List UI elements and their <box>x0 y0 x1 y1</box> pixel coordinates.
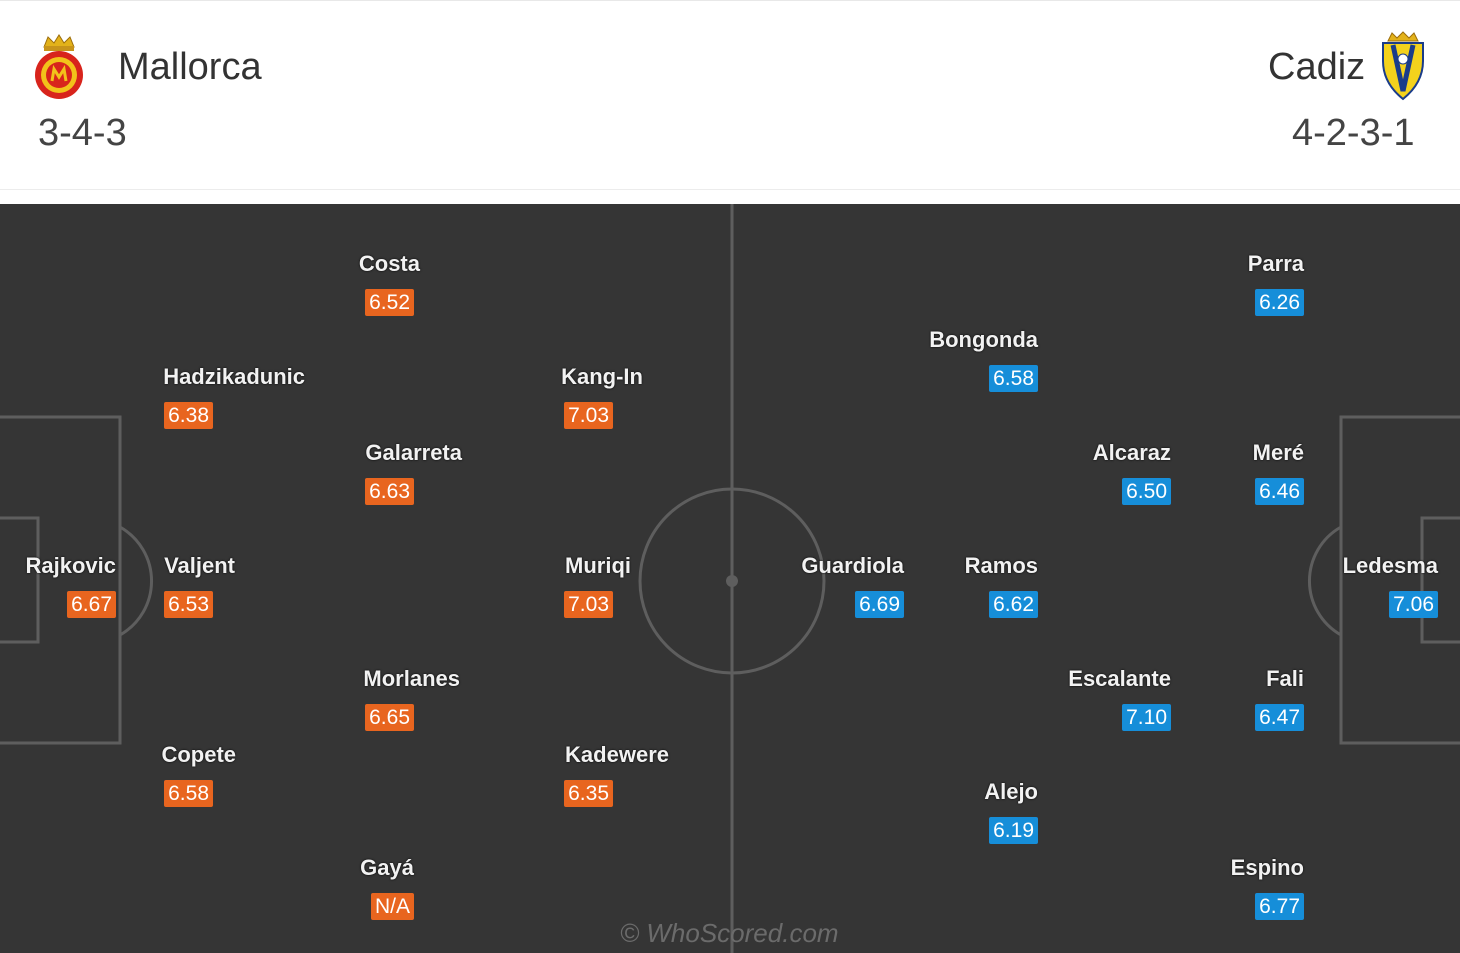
player-rating: 7.03 <box>564 591 613 618</box>
player-rating: 6.53 <box>164 591 213 618</box>
player-rating: 6.26 <box>1255 289 1304 316</box>
player-name: Copete <box>161 742 236 767</box>
player-rating: 6.35 <box>564 780 613 807</box>
match-header: Mallorca 3-4-3 Cadiz 4-2-3-1 <box>0 0 1460 190</box>
player-name: Escalante <box>1068 666 1171 691</box>
player-rating: 6.38 <box>164 402 213 429</box>
player-name: Muriqi <box>565 553 631 578</box>
player-rating: 6.69 <box>855 591 904 618</box>
player-name: Alejo <box>984 779 1038 804</box>
player-name: Kang-In <box>561 364 643 389</box>
player-name: Morlanes <box>363 666 460 691</box>
player-rating: 6.46 <box>1255 478 1304 505</box>
player-name: Espino <box>1230 855 1304 880</box>
player-name: Costa <box>358 251 420 276</box>
player-name: Guardiola <box>801 553 904 578</box>
away-team-name[interactable]: Cadiz <box>1268 46 1366 88</box>
player-name: Parra <box>1247 251 1304 276</box>
player-rating: 6.77 <box>1255 893 1304 920</box>
player-rating: 6.58 <box>989 365 1038 392</box>
player-rating: N/A <box>370 893 414 920</box>
player-name: Ledesma <box>1342 553 1438 578</box>
home-formation: 3-4-3 <box>38 112 127 154</box>
player-name: Meré <box>1252 440 1304 465</box>
player-rating: 7.06 <box>1389 591 1438 618</box>
player-name: Valjent <box>164 553 235 578</box>
whoscored-watermark: © WhoScored.com <box>620 918 839 948</box>
player-rating: 6.52 <box>365 289 414 316</box>
player-rating: 6.67 <box>67 591 116 618</box>
player-rating: 6.19 <box>989 817 1038 844</box>
player-rating: 6.50 <box>1122 478 1171 505</box>
player-name: Alcaraz <box>1092 440 1171 465</box>
player-rating: 6.62 <box>989 591 1038 618</box>
player-name: Galarreta <box>365 440 462 465</box>
player-name: Bongonda <box>929 327 1038 352</box>
player-name: Gayá <box>360 855 414 880</box>
player-rating: 7.03 <box>564 402 613 429</box>
player-rating: 7.10 <box>1122 704 1171 731</box>
player-name: Hadzikadunic <box>163 364 305 389</box>
away-formation: 4-2-3-1 <box>1292 112 1415 154</box>
player-name: Rajkovic <box>25 553 117 578</box>
cadiz-crest-icon[interactable] <box>1380 31 1426 101</box>
player-rating: 6.58 <box>164 780 213 807</box>
player-rating: 6.65 <box>365 704 414 731</box>
player-rating: 6.63 <box>365 478 414 505</box>
pitch-markings <box>0 204 1460 953</box>
player-name: Kadewere <box>565 742 669 767</box>
player-name: Ramos <box>964 553 1038 578</box>
pitch: Rajkovic 6.67 Hadzikadunic 6.38 Valjent … <box>0 204 1460 953</box>
mallorca-crest-icon[interactable] <box>32 33 86 101</box>
home-team-name[interactable]: Mallorca <box>118 46 262 88</box>
player-rating: 6.47 <box>1255 704 1304 731</box>
player-name: Fali <box>1266 666 1304 691</box>
